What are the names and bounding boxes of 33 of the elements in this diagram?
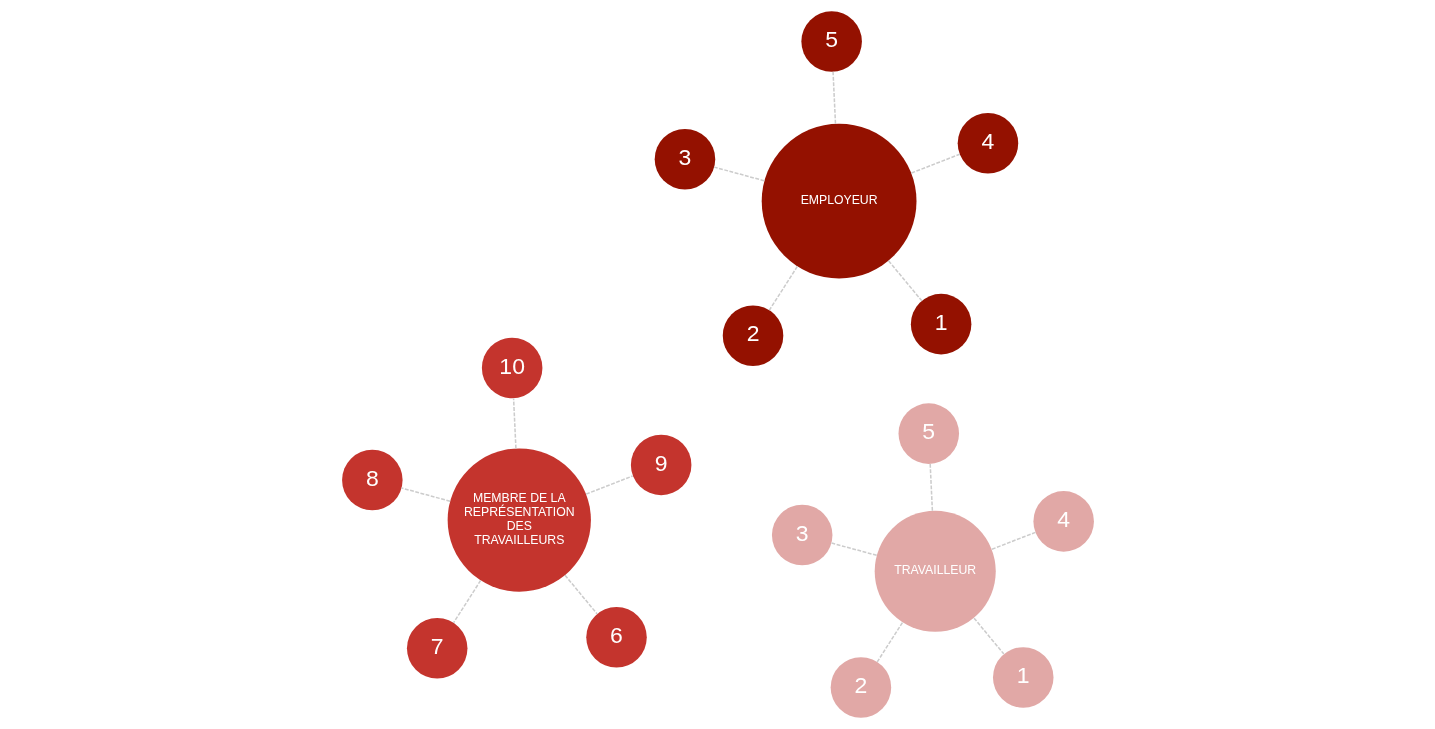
node-circle: 5	[898, 403, 959, 464]
node-circle: 1	[992, 647, 1053, 708]
connector	[972, 617, 1005, 655]
node-circle: 4	[957, 113, 1018, 174]
node-circle: 4	[1032, 491, 1094, 552]
connector	[830, 542, 877, 557]
node-circle: MEMBRE DE LA REPRÉSENTATION DES TRAVAILLEURS	[447, 448, 591, 592]
node-circle: 2	[830, 657, 891, 718]
node-circle: 3	[654, 128, 715, 190]
node-circle: 7	[406, 618, 467, 679]
node-circle: 3	[771, 504, 832, 566]
connector	[563, 574, 598, 615]
node-circle: 8	[341, 449, 403, 511]
node-circle: 6	[585, 607, 647, 668]
connector	[712, 166, 765, 182]
connector	[768, 265, 798, 311]
node-circle: 5	[800, 11, 862, 72]
connector	[928, 463, 933, 512]
connector	[910, 153, 960, 174]
connector	[512, 397, 517, 450]
connector	[876, 621, 903, 663]
node-circle: EMPLOYEUR	[761, 123, 916, 279]
node-circle: TRAVAILLEUR	[874, 510, 996, 632]
node-circle: 9	[630, 434, 691, 496]
connector	[584, 475, 633, 495]
connector	[400, 487, 451, 502]
node-circle: 10	[481, 337, 542, 399]
connector	[887, 260, 923, 302]
connector	[452, 579, 481, 624]
connector	[990, 531, 1036, 550]
node-circle: 1	[910, 293, 971, 355]
node-circle: 2	[722, 305, 783, 366]
connector	[831, 71, 836, 125]
